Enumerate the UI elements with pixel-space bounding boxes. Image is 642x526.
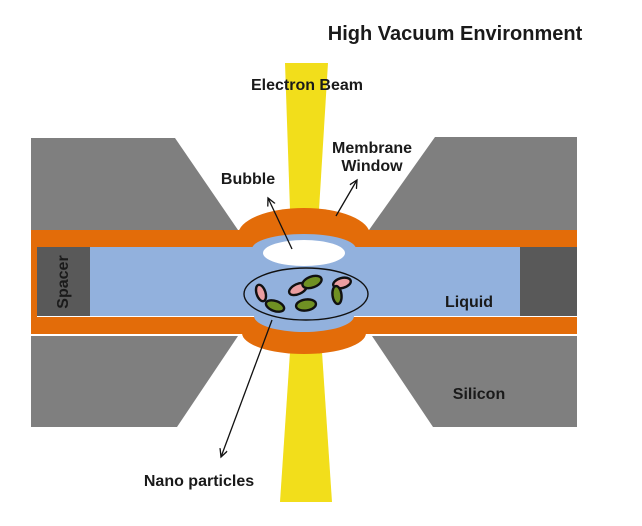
nano-particle-green [301, 274, 323, 290]
nano-particle-green [331, 284, 343, 306]
spacer-left [37, 247, 90, 316]
silicon-bottom-left [31, 336, 238, 427]
nano-particle-pink [254, 283, 268, 303]
label-bubble: Bubble [221, 171, 275, 188]
electron-beam-upper [285, 63, 328, 210]
silicon-top-right [369, 137, 577, 230]
liquid-bulge-lower [254, 316, 354, 332]
membrane-left-edge [31, 230, 37, 334]
nano-particle-green [264, 299, 286, 313]
silicon-top-left [31, 138, 238, 230]
title-high-vacuum: High Vacuum Environment [328, 23, 583, 45]
nano-particle-green [294, 298, 318, 312]
membrane-bottom-bump [242, 333, 366, 354]
bubble-shape [263, 240, 345, 266]
label-nano-particles: Nano particles [144, 473, 254, 490]
label-silicon: Silicon [453, 386, 505, 403]
bubble-arrow [268, 198, 293, 250]
label-spacer: Spacer [55, 255, 72, 308]
membrane-window-arch [238, 208, 370, 235]
nano-particle-cluster-outline [243, 267, 369, 321]
label-membrane-window-line2: Window [341, 158, 403, 175]
electron-beam-lower [280, 352, 332, 502]
silicon-bottom-right [372, 336, 577, 427]
membrane-window-arrow [335, 180, 357, 217]
nano-particles-arrow [221, 319, 273, 457]
label-liquid: Liquid [445, 294, 493, 311]
label-electron-beam: Electron Beam [251, 77, 363, 94]
label-membrane-window-line1: Membrane [332, 140, 412, 157]
spacer-right [520, 247, 577, 316]
